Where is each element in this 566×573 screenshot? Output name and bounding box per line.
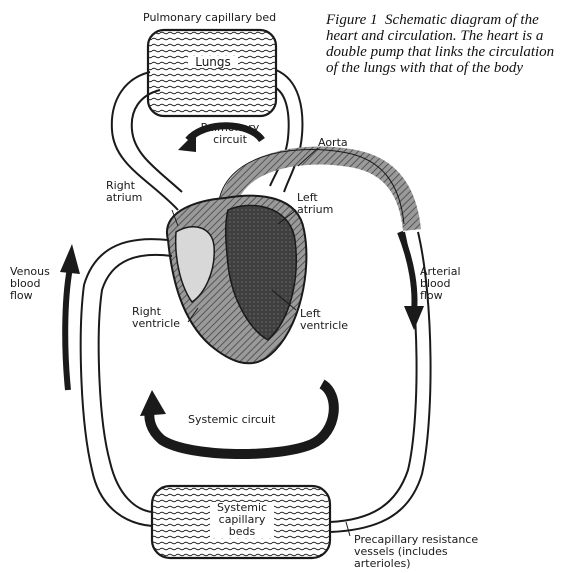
label-aorta: Aorta xyxy=(318,137,348,149)
label-left-atrium: Left atrium xyxy=(297,192,341,216)
label-pulmonary-circuit: Pulmonary circuit xyxy=(198,122,262,146)
figure-number: Figure 1 xyxy=(326,12,378,28)
venous-return xyxy=(81,239,172,526)
label-precapillary-vessels: Precapillary resistance vessels (include… xyxy=(354,534,494,570)
label-lungs: Lungs xyxy=(188,56,238,68)
label-arterial-blood-flow: Arterial blood flow xyxy=(420,266,470,302)
heart xyxy=(167,196,306,364)
label-pulmonary-capillary-bed: Pulmonary capillary bed xyxy=(143,12,276,24)
pulmonary-capillary-bed xyxy=(148,30,276,116)
label-systemic-circuit: Systemic circuit xyxy=(188,414,275,426)
label-right-atrium: Right atrium xyxy=(106,180,152,204)
label-systemic-capillary-beds: Systemic capillary beds xyxy=(210,502,274,538)
figure-caption: Figure 1 Schematic diagram of the heart … xyxy=(326,12,562,76)
label-right-ventricle: Right ventricle xyxy=(132,306,192,330)
label-left-ventricle: Left ventricle xyxy=(300,308,360,332)
label-venous-blood-flow: Venous blood flow xyxy=(10,266,58,302)
venous-flow-arrow xyxy=(60,244,80,390)
